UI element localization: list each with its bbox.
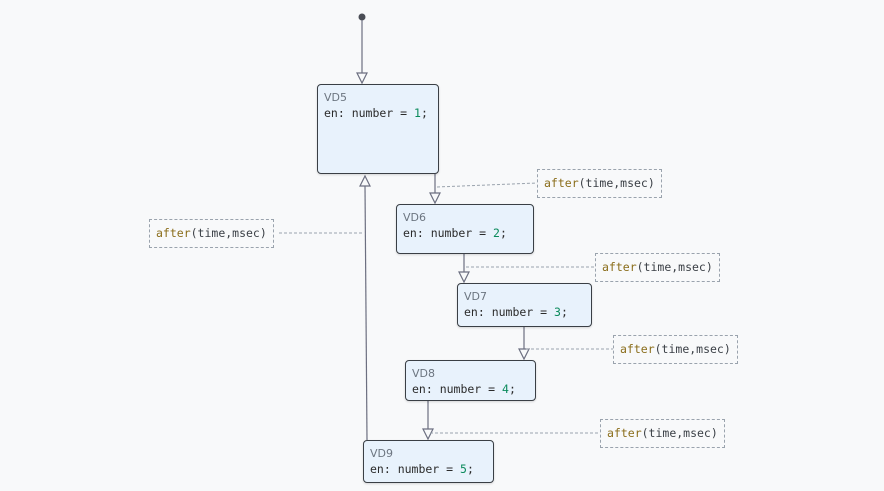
entry-code-text: en: number = — [403, 226, 494, 240]
trigger-function: after — [156, 226, 191, 240]
transition-vd6-vd7-arrowhead — [458, 271, 470, 284]
trigger-function: after — [620, 342, 655, 356]
transition-vd7-vd8-arrowhead — [518, 348, 530, 361]
state-vd8[interactable]: VD8 en: number = 4; — [405, 360, 536, 401]
trigger-args: (time,msec) — [190, 226, 267, 240]
initial-transition-arrowhead — [356, 72, 368, 85]
transition-vd5-vd6-connector — [436, 182, 538, 188]
entry-value: 5 — [460, 462, 467, 476]
state-name: VD6 — [403, 211, 426, 224]
transition-vd5-vd6-arrowhead — [429, 192, 441, 205]
entry-suffix: ; — [560, 305, 568, 319]
entry-value: 4 — [502, 382, 509, 396]
entry-suffix: ; — [508, 382, 516, 396]
transition-vd8-vd9-arrowhead — [422, 428, 434, 441]
transition-label-vd7-vd8[interactable]: after(time,msec) — [613, 335, 738, 364]
state-entry-action: en: number = 2; — [403, 225, 527, 241]
transition-vd9-vd5-line — [364, 185, 368, 441]
trigger-function: after — [607, 426, 642, 440]
state-vd9[interactable]: VD9 en: number = 5; — [363, 440, 494, 483]
entry-code-text: en: number = — [324, 106, 415, 120]
entry-suffix: ; — [420, 106, 428, 120]
transition-vd9-vd5-arrowhead — [359, 174, 371, 187]
state-name: VD7 — [464, 290, 487, 303]
state-entry-action: en: number = 5; — [370, 461, 487, 477]
entry-value: 1 — [414, 106, 421, 120]
entry-value: 2 — [493, 226, 500, 240]
trigger-args: (time,msec) — [636, 260, 713, 274]
entry-code-text: en: number = — [412, 382, 503, 396]
state-name: VD8 — [412, 367, 435, 380]
entry-code-text: en: number = — [370, 462, 461, 476]
transition-label-vd6-vd7[interactable]: after(time,msec) — [595, 253, 720, 282]
transition-label-vd5-vd6[interactable]: after(time,msec) — [537, 169, 662, 198]
trigger-args: (time,msec) — [654, 342, 731, 356]
trigger-args: (time,msec) — [578, 176, 655, 190]
state-name: VD5 — [324, 91, 347, 104]
state-name: VD9 — [370, 447, 393, 460]
entry-suffix: ; — [499, 226, 507, 240]
trigger-args: (time,msec) — [641, 426, 718, 440]
state-entry-action: en: number = 4; — [412, 381, 529, 397]
initial-state-dot — [358, 13, 366, 21]
state-entry-action: en: number = 1; — [324, 105, 432, 121]
transition-label-vd8-vd9[interactable]: after(time,msec) — [600, 419, 725, 448]
state-vd7[interactable]: VD7 en: number = 3; — [457, 283, 592, 327]
transition-label-vd9-vd5[interactable]: after(time,msec) — [149, 219, 274, 248]
state-entry-action: en: number = 3; — [464, 304, 585, 320]
entry-code-text: en: number = — [464, 305, 555, 319]
trigger-function: after — [602, 260, 637, 274]
state-vd6[interactable]: VD6 en: number = 2; — [396, 204, 534, 254]
state-vd5[interactable]: VD5 en: number = 1; — [317, 84, 439, 174]
entry-value: 3 — [554, 305, 561, 319]
entry-suffix: ; — [466, 462, 474, 476]
trigger-function: after — [544, 176, 579, 190]
